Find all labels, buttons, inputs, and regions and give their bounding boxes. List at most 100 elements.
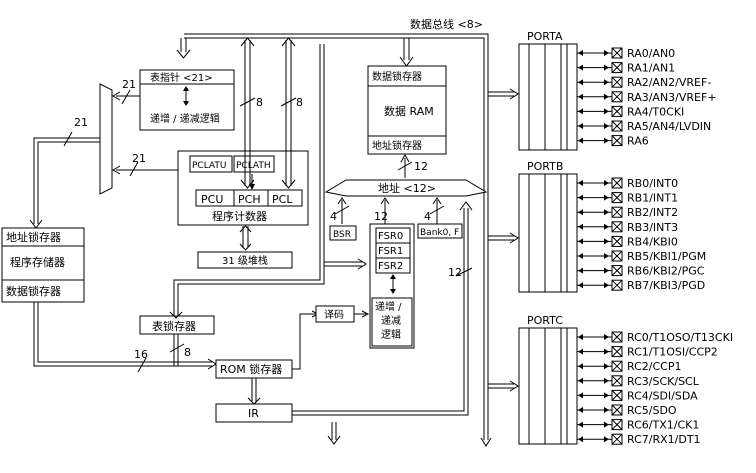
width-4b: 4	[424, 210, 431, 223]
table-pointer-label: 表指针 <21>	[150, 71, 213, 84]
pcu-label: PCU	[201, 193, 223, 206]
portb-block: PORTB RB0/INT0RB1/INT1RB2/INT2RB3/INT3RB…	[518, 160, 706, 293]
pin-label: RB4/KBI0	[627, 235, 678, 248]
pin-label: RC2/CCP1	[627, 360, 681, 373]
pin-label: RB0/INT0	[627, 177, 678, 190]
pin-label: RC6/TX1/CK1	[627, 419, 699, 432]
pin-label: RB7/KBI3/PGD	[627, 279, 705, 292]
pclath-label: PCLATH	[236, 161, 271, 171]
width-8b: 8	[296, 96, 303, 109]
pin-portc-1: RC1/T1OSI/CCP2	[577, 346, 718, 359]
bsr-label: BSR	[333, 230, 351, 240]
stack-label: 31 级堆栈	[222, 254, 268, 267]
pin-label: RA0/AN0	[627, 47, 675, 60]
pin-portc-4: RC4/SDI/SDA	[577, 389, 698, 402]
pin-label: RC3/SCK/SCL	[627, 375, 700, 388]
pin-label: RA5/AN4/LVDIN	[627, 120, 711, 133]
bank-block: Bank0, F	[417, 223, 463, 239]
address-mux-label: 地址 <12>	[378, 181, 436, 195]
pin-label: RB2/INT2	[627, 206, 678, 219]
fsr-logic-3: 逻辑	[381, 328, 401, 341]
pin-label: RC7/RX1/DT1	[627, 433, 701, 446]
ram-data-latch: 数据锁存器	[372, 70, 422, 83]
width-4a: 4	[330, 210, 337, 223]
pin-porta-4: RA4/T0CKI	[577, 105, 684, 118]
portc-title: PORTC	[527, 314, 563, 327]
fsr-logic-2: 递减	[381, 314, 401, 327]
pin-portb-6: RB6/KBI2/PGC	[577, 265, 705, 278]
width-16: 16	[134, 348, 148, 361]
pcl-label: PCL	[272, 193, 293, 206]
pin-porta-3: RA3/AN3/VREF+	[577, 91, 717, 104]
width-21a: 21	[122, 78, 136, 91]
width-12c: 12	[448, 266, 462, 279]
pin-label: RB3/INT3	[627, 221, 678, 234]
portc-block: PORTC RC0/T1OSO/T13CKI RC1/T1OSI/CCP2RC2/…	[518, 314, 733, 446]
width-12b: 12	[374, 210, 388, 223]
pin-label: RA4/T0CKI	[627, 105, 684, 118]
width-8a: 8	[256, 96, 263, 109]
pin-portc-3: RC3/SCK/SCL	[577, 375, 700, 388]
program-counter-block: PCLATU PCLATH PCU PCH PCL 程序计数器	[177, 150, 309, 226]
table-latch-block: 表锁存器 8	[139, 44, 325, 366]
fsr1-label: FSR1	[378, 246, 403, 257]
decode-label: 译码	[324, 309, 344, 321]
pin-portb-1: RB1/INT1	[577, 192, 678, 205]
pin-label: RB6/KBI2/PGC	[627, 265, 705, 278]
ir-block: IR 12	[215, 201, 473, 445]
ram-block: 数据锁存器 数据 RAM 地址锁存器 12	[367, 65, 447, 178]
pin-label: RA3/AN3/VREF+	[627, 91, 717, 104]
pin-porta-2: RA2/AN2/VREF-	[577, 76, 711, 89]
bsr-block: BSR	[329, 225, 357, 241]
ram-addr-latch: 地址锁存器	[372, 139, 422, 152]
data-bus-label: 数据总线 <8>	[410, 17, 483, 31]
pin-label: RC1/T1OSI/CCP2	[627, 346, 718, 359]
pin-portc-2: RC2/CCP1	[577, 360, 681, 373]
width-21b: 21	[132, 152, 146, 165]
pin-porta-5: RA5/AN4/LVDIN	[577, 120, 711, 133]
pin-label: RB5/KBI1/PGM	[627, 250, 706, 263]
decode-block: 译码	[315, 305, 370, 323]
pin-portb-5: RB5/KBI1/PGM	[577, 250, 706, 263]
porta-block: PORTA RA0/AN0RA1/AN1RA2/AN2/VREF-RA3/AN3…	[518, 30, 717, 151]
pin-label: RC5/SDO	[627, 404, 677, 417]
ir-label: IR	[248, 407, 259, 420]
pin-label: RA2/AN2/VREF-	[627, 76, 711, 89]
pin-porta-1: RA1/AN1	[577, 62, 675, 75]
ram-label: 数据 RAM	[384, 104, 434, 118]
fsr-block: FSR0 FSR1 FSR2 递增 / 递减 逻辑	[324, 223, 415, 349]
fsr0-label: FSR0	[378, 231, 403, 242]
table-pointer-logic: 递增 / 递减逻辑	[150, 112, 220, 125]
rom-latch-block: ROM 锁存器	[215, 310, 320, 405]
table-pointer-block: 表指针 <21> 递增 / 递减逻辑	[139, 69, 235, 131]
pin-portb-7: RB7/KBI3/PGD	[577, 279, 705, 292]
address-mux-left: 21 21 21	[29, 78, 178, 229]
pin-porta-6: RA6	[577, 135, 649, 148]
width-21c: 21	[74, 116, 88, 129]
pin-portb-2: RB2/INT2	[577, 206, 678, 219]
stack-block: 31 级堆栈	[197, 225, 293, 269]
pc-label: 程序计数器	[212, 209, 267, 223]
width-8c: 8	[184, 346, 191, 359]
pin-portc-7: RC7/RX1/DT1	[577, 433, 701, 446]
pin-label: RB1/INT1	[627, 192, 678, 205]
pc-buses: 8 8	[239, 37, 303, 189]
pin-label: RC4/SDI/SDA	[627, 389, 698, 402]
pin-label: RC0/T1OSO/T13CKI	[627, 331, 733, 344]
rom-path: 16	[33, 302, 217, 373]
addr-latch-label: 地址锁存器	[6, 230, 61, 244]
pin-portb-4: RB4/KBI0	[577, 235, 678, 248]
portb-title: PORTB	[527, 160, 563, 173]
rom-latch-label: ROM 锁存器	[220, 362, 282, 376]
pin-porta-0: RA0/AN0	[577, 47, 675, 60]
data-bus	[176, 33, 519, 447]
fsr2-label: FSR2	[378, 261, 403, 272]
pclatu-label: PCLATU	[192, 161, 226, 171]
pin-portc-6: RC6/TX1/CK1	[577, 419, 699, 432]
pin-portc-5: RC5/SDO	[577, 404, 677, 417]
pch-label: PCH	[238, 193, 261, 206]
data-latch-label: 数据锁存器	[6, 284, 61, 298]
program-memory-block: 地址锁存器 程序存储器 数据锁存器	[1, 227, 85, 303]
fsr-logic-1: 递增 /	[375, 300, 402, 313]
